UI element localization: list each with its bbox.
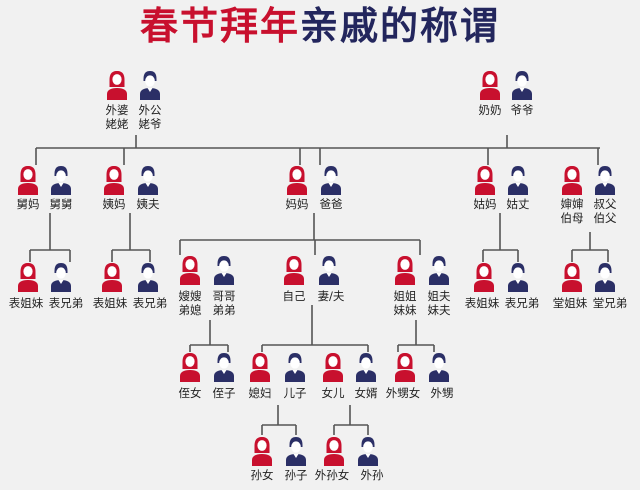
label-jiejie: 姐姐妹妹 [393,289,417,317]
label-waigong: 外公姥爷 [138,103,162,131]
label-ziji: 自己 [282,289,306,303]
woman-icon [18,166,38,195]
man-icon [595,166,615,195]
man-icon [512,71,532,100]
label-yima: 姨妈 [102,197,126,211]
label-txd: 堂兄弟 [592,296,628,310]
label-zhinv: 侄女 [178,386,202,400]
label-mama: 妈妈 [285,197,309,211]
label-sunzi: 孙子 [284,468,308,482]
label-jiefu: 姐夫妹夫 [427,289,451,317]
label-ws: 外甥 [430,386,454,400]
label-bxd1: 表兄弟 [48,296,84,310]
label-yifu: 姨夫 [136,197,160,211]
label-jiujiu: 舅舅 [49,197,73,211]
man-icon [508,263,528,292]
label-nainai: 奶奶 [478,103,502,117]
label-shufu: 叔父伯父 [593,197,617,225]
title-part-2: 亲戚的称谓 [300,3,501,48]
label-nver: 女儿 [321,386,345,400]
page-title: 春节拜年亲戚的称谓 [0,2,640,50]
title-part-1: 春节拜年 [139,3,300,48]
woman-icon [102,263,122,292]
woman-icon [252,437,272,466]
man-icon [140,71,160,100]
label-nvxu: 女婿 [354,386,378,400]
label-erzi: 儿子 [283,386,307,400]
label-shenshen: 婶婶伯母 [560,197,584,225]
label-guma: 姑妈 [473,197,497,211]
label-bjm1: 表姐妹 [8,296,44,310]
label-xifu: 媳妇 [248,386,272,400]
man-icon [51,166,71,195]
man-icon [319,256,339,285]
label-waipo: 外婆姥姥 [105,103,129,131]
label-saosao: 嫂嫂弟媳 [178,289,202,317]
man-icon [595,263,615,292]
label-jiuma: 舅妈 [16,197,40,211]
woman-icon [287,166,307,195]
man-icon [138,166,158,195]
man-icon [286,437,306,466]
woman-icon [562,263,582,292]
label-yeye: 爷爷 [510,103,534,117]
man-icon [138,263,158,292]
label-bjm2: 表姐妹 [92,296,128,310]
label-wsn: 外甥女 [385,386,421,400]
woman-icon [107,71,127,100]
man-icon [51,263,71,292]
label-gege: 哥哥弟弟 [212,289,236,317]
man-icon [321,166,341,195]
man-icon [429,353,449,382]
label-bxd2: 表兄弟 [132,296,168,310]
woman-icon [104,166,124,195]
label-guzhang: 姑丈 [506,197,530,211]
man-icon [214,256,234,285]
man-icon [285,353,305,382]
woman-icon [474,263,494,292]
label-wsun: 外孙 [360,468,384,482]
woman-icon [180,256,200,285]
woman-icon [250,353,270,382]
man-icon [356,353,376,382]
woman-icon [395,256,415,285]
woman-icon [18,263,38,292]
man-icon [214,353,234,382]
label-tjm: 堂姐妹 [552,296,588,310]
label-sunnv: 孙女 [250,468,274,482]
woman-icon [395,353,415,382]
woman-icon [480,71,500,100]
woman-icon [324,437,344,466]
label-wsunnv: 外孙女 [314,468,350,482]
man-icon [358,437,378,466]
woman-icon [475,166,495,195]
label-baba: 爸爸 [319,197,343,211]
label-qifu: 妻/夫 [317,289,345,303]
woman-icon [284,256,304,285]
man-icon [429,256,449,285]
woman-icon [323,353,343,382]
label-bxd3: 表兄弟 [504,296,540,310]
woman-icon [562,166,582,195]
label-bjm3: 表姐妹 [464,296,500,310]
woman-icon [180,353,200,382]
man-icon [508,166,528,195]
label-zhizi: 侄子 [212,386,236,400]
